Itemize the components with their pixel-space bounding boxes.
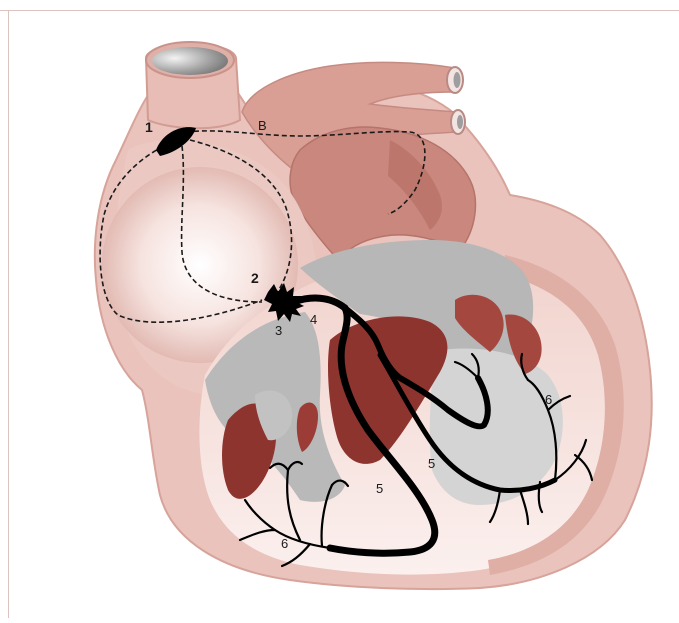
label-purkinje-left: 6 [545,392,553,407]
label-purkinje-right: 6 [281,536,289,551]
vena-cava-lumen [152,47,228,75]
label-bundle-branch-left: 5 [428,456,436,471]
label-bundle-of-his: 4 [310,312,318,327]
label-sa-node: 1 [145,119,153,135]
label-3: 3 [275,323,283,338]
label-av-node: 2 [251,270,259,286]
label-bundle-branch-right: 5 [376,481,384,496]
label-internodal-pathways: B [258,118,267,133]
